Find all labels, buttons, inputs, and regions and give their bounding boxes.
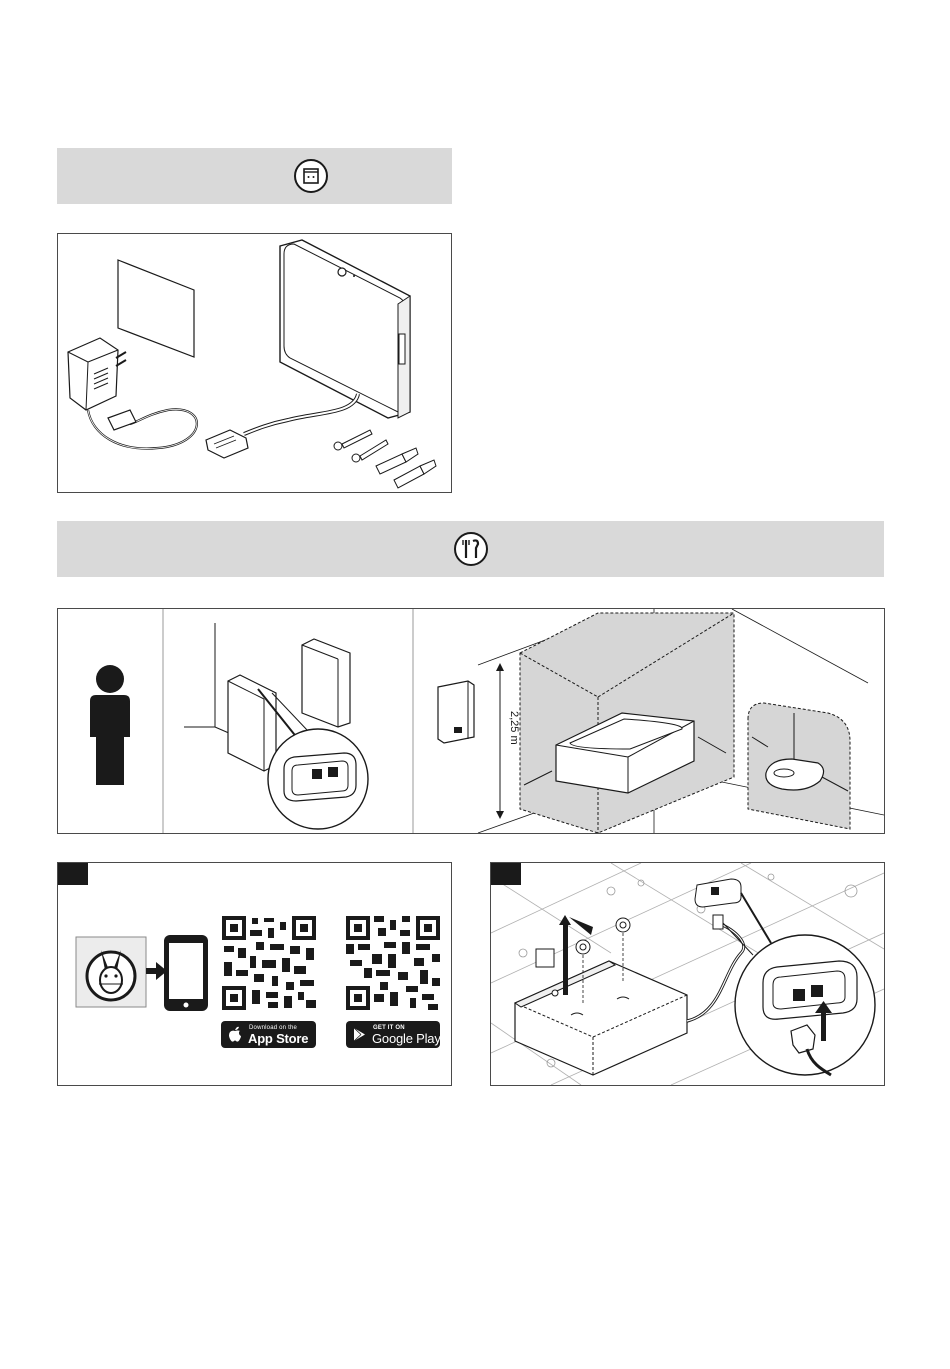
app-store-badge-title: App Store — [248, 1031, 308, 1046]
wall-device-icon — [438, 681, 474, 743]
app-store-badge[interactable]: Download on the App Store — [221, 1021, 316, 1048]
google-play-badge[interactable]: GET IT ON Google Play — [346, 1021, 440, 1048]
smartphone-icon — [162, 933, 210, 1013]
mounting-illustration — [491, 863, 884, 1085]
power-adapter-icon — [68, 338, 126, 410]
installer-person-icon — [90, 665, 130, 785]
apple-logo-icon — [228, 1026, 242, 1043]
step-2-mounting-panel — [490, 862, 885, 1086]
sink-protection-zone — [748, 703, 850, 829]
installation-requirements-panel: 2,25 m — [57, 608, 885, 834]
app-logo-icon — [75, 936, 147, 1008]
installation-header-bar — [57, 521, 884, 577]
zone-height-label: 2,25 m — [508, 711, 520, 745]
contents-illustration-panel — [57, 233, 452, 493]
app-store-qr-code[interactable] — [220, 914, 318, 1012]
contents-header-bar — [57, 148, 452, 204]
gateway-tray-icon — [515, 961, 687, 1075]
screws-and-dowels-icon — [334, 430, 436, 488]
google-play-badge-title: Google Play — [372, 1031, 441, 1046]
tools-icon — [452, 530, 490, 568]
google-play-logo-icon — [353, 1027, 366, 1042]
step-1-app-panel: Download on the App Store GET IT ON Goog… — [57, 862, 452, 1086]
step-1-number-badge — [58, 863, 88, 885]
gateway-box-icon — [280, 240, 410, 418]
google-play-qr-code[interactable] — [344, 914, 442, 1012]
contents-illustration — [58, 234, 451, 492]
installation-requirements-illustration — [58, 609, 884, 833]
package-contents-icon — [292, 157, 330, 195]
